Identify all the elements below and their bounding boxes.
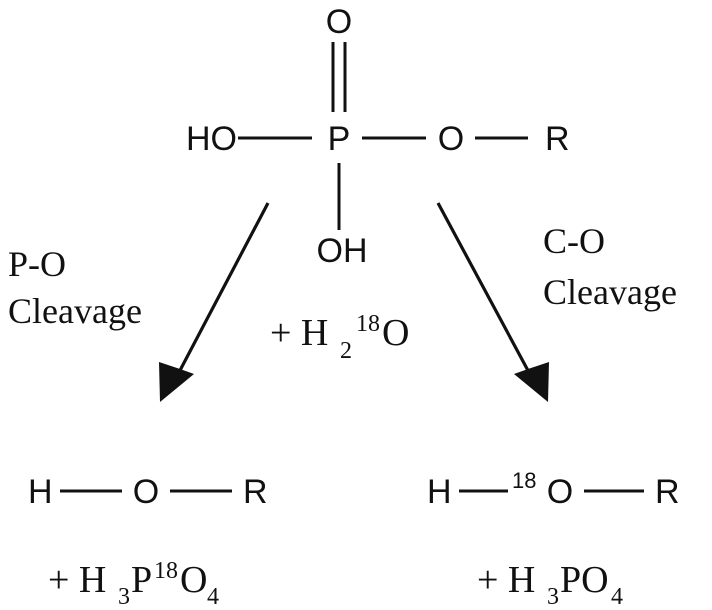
right-byproduct-po: PO — [560, 559, 609, 601]
hydroxyl-left-atom: HO — [186, 120, 237, 158]
reagent-isotope: 18 — [356, 311, 380, 337]
right-r-atom: R — [655, 473, 680, 511]
water-reagent: + H 2 18 O — [270, 311, 409, 364]
left-byproduct-phosphoric-acid: + H 3 P 18 O 4 — [48, 558, 219, 610]
oxo-oxygen-atom: O — [326, 3, 352, 41]
left-byproduct-p: P — [131, 559, 152, 601]
reagent-plus-h: + H — [270, 312, 328, 354]
reagent-subscript: 2 — [340, 338, 352, 364]
left-r-atom: R — [243, 473, 268, 511]
left-byproduct-plus-h: + H — [48, 559, 106, 601]
hydroxyl-bottom-atom: OH — [317, 232, 368, 270]
right-byproduct-sub3: 3 — [547, 584, 559, 610]
left-h-atom: H — [28, 473, 53, 511]
left-o-atom: O — [133, 473, 159, 511]
left-label-line2: Cleavage — [8, 291, 142, 331]
right-byproduct-plus-h: + H — [477, 559, 535, 601]
right-label-line2: Cleavage — [543, 272, 677, 312]
left-label-line1: P-O — [8, 244, 66, 284]
right-h-atom: H — [427, 473, 452, 511]
ester-oxygen-atom: O — [438, 120, 464, 158]
phosphorus-atom: P — [328, 120, 351, 158]
left-byproduct-sub4: 4 — [207, 584, 219, 610]
reagent-oxygen: O — [382, 312, 409, 354]
c-o-arrow-head — [514, 362, 549, 402]
left-byproduct-sub3: 3 — [118, 584, 130, 610]
right-product-alcohol: H 18 O R — [427, 468, 680, 511]
left-product-alcohol: H O R — [28, 473, 268, 511]
right-byproduct-sub4: 4 — [611, 584, 623, 610]
right-byproduct-phosphoric-acid: + H 3 PO 4 — [477, 559, 623, 610]
c-o-cleavage-arrow — [436, 202, 534, 379]
r-group-atom: R — [545, 120, 570, 158]
p-o-arrow-head — [159, 362, 194, 402]
right-o-atom: O — [547, 473, 573, 511]
p-o-cleavage-arrow — [174, 202, 270, 379]
right-isotope-label: 18 — [512, 468, 536, 493]
left-byproduct-isotope: 18 — [154, 558, 178, 584]
left-byproduct-o: O — [180, 559, 207, 601]
right-label-line1: C-O — [543, 221, 605, 261]
